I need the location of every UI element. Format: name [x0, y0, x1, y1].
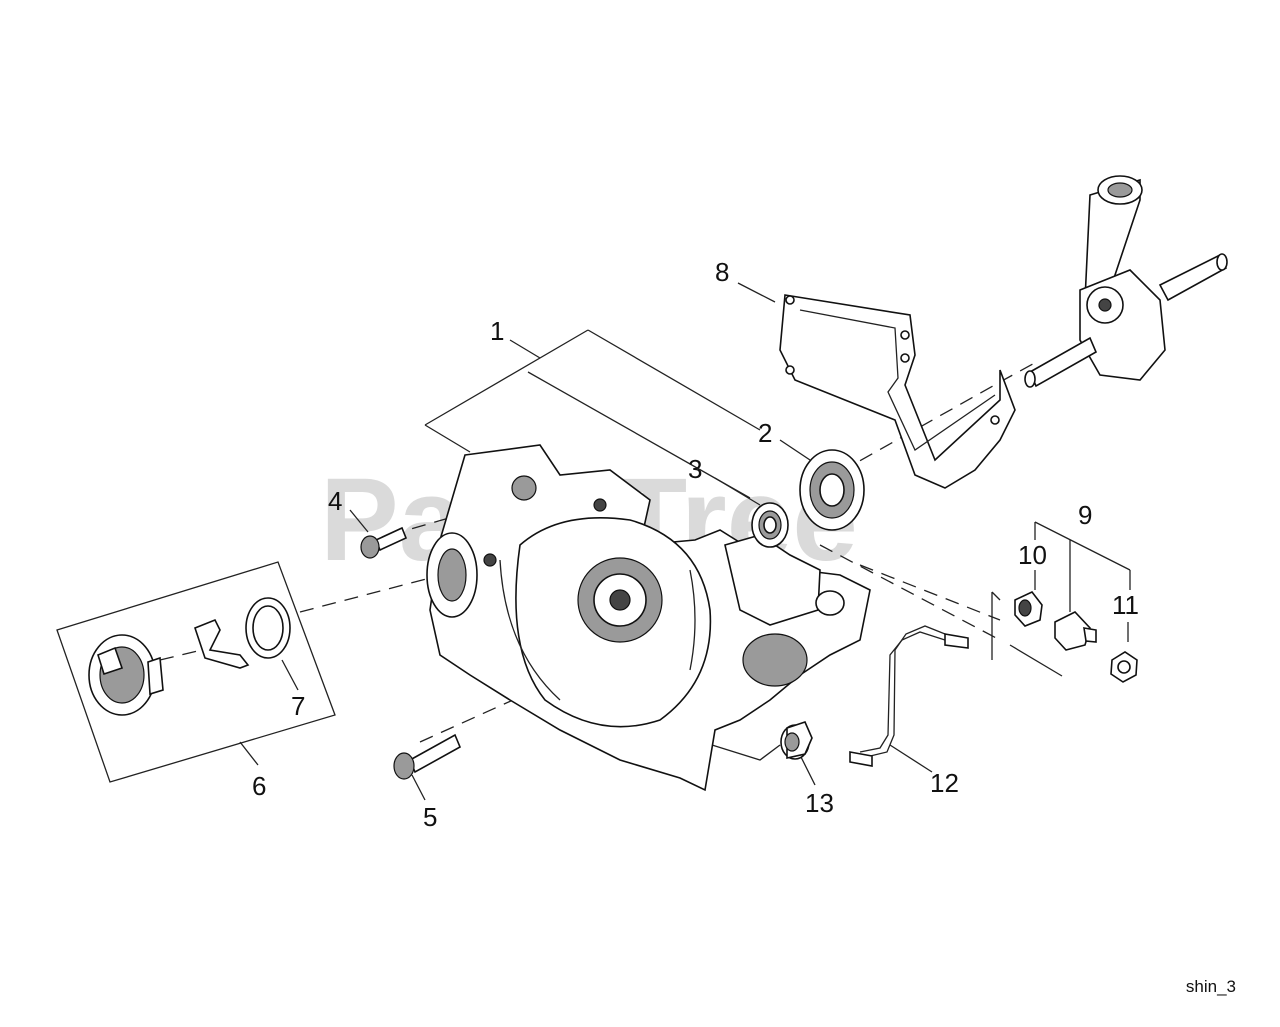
- figure-reference: shin_3: [1185, 977, 1236, 996]
- callout-4: 4: [328, 486, 342, 516]
- callout-8: 8: [715, 257, 729, 287]
- callout-2: 2: [758, 418, 772, 448]
- bearing: [799, 449, 865, 531]
- sensor-parts: [1014, 591, 1138, 683]
- bolt-short: [360, 526, 408, 559]
- oil-seal: [751, 502, 789, 548]
- callout-13: 13: [805, 788, 834, 818]
- callout-5: 5: [423, 802, 437, 832]
- bushing: [780, 721, 813, 760]
- callout-3: 3: [688, 454, 702, 484]
- callout-11: 11: [1112, 590, 1139, 620]
- oil-pump: [88, 618, 250, 716]
- o-ring: [245, 597, 291, 659]
- crankcase: [426, 444, 871, 792]
- crankshaft: [1024, 175, 1228, 388]
- gasket: [779, 294, 1016, 489]
- leader-lines: [56, 282, 1131, 801]
- ignition-wire: [849, 625, 969, 767]
- callout-7: 7: [291, 691, 305, 721]
- bolt-long: [393, 733, 462, 780]
- callout-12: 12: [930, 768, 959, 798]
- callout-10: 10: [1018, 540, 1047, 570]
- callout-labels: 1 2 3 4 5 6 7 8 9 10 11 12 13: [252, 257, 1139, 832]
- callout-1: 1: [490, 316, 504, 346]
- callout-9: 9: [1078, 500, 1092, 530]
- callout-6: 6: [252, 771, 266, 801]
